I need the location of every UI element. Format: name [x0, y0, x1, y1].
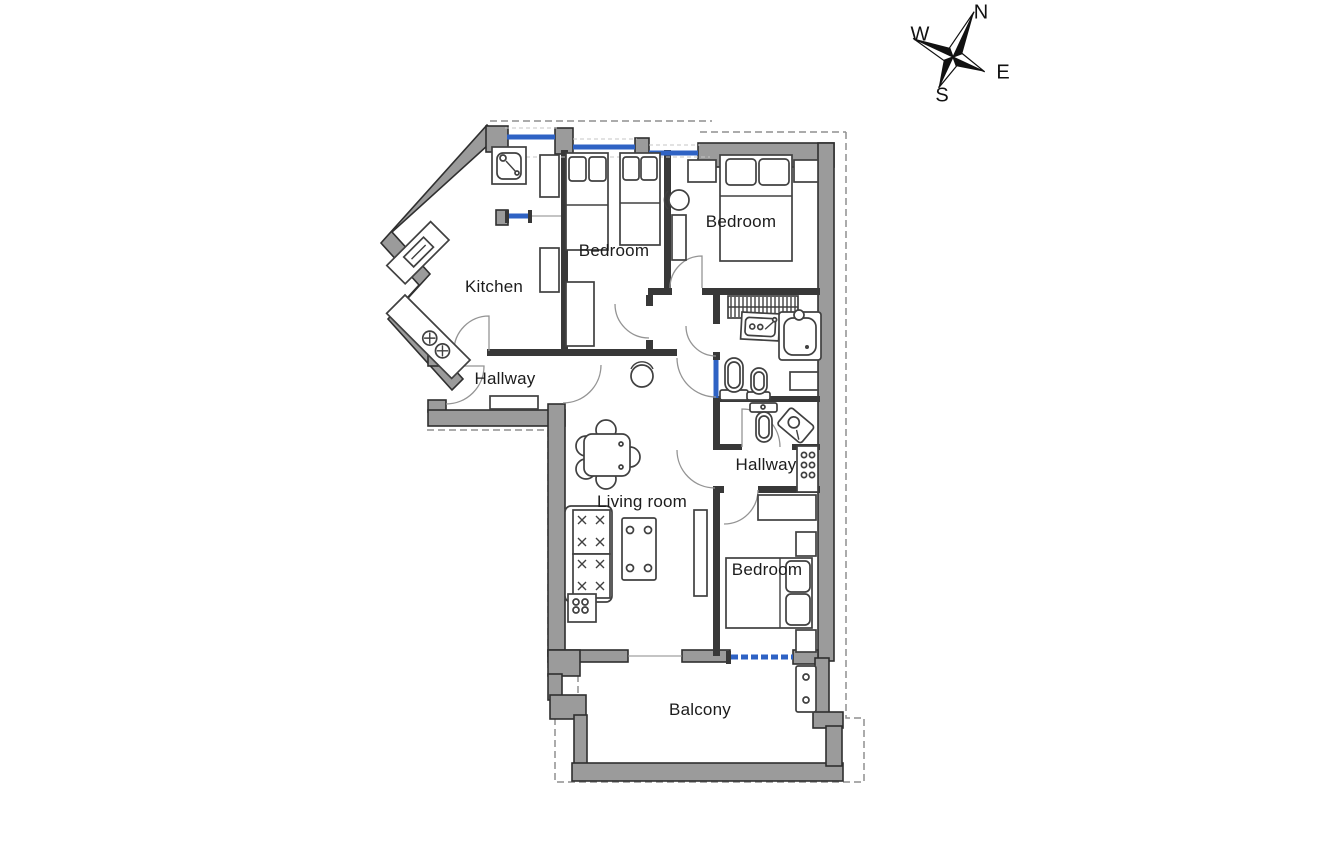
- room-label-bedroom-1: Bedroom: [578, 241, 650, 260]
- nightstand-icon: [795, 629, 817, 653]
- room-label-bedroom-3: Bedroom: [731, 560, 803, 579]
- side-table-icon: [567, 593, 597, 623]
- room-label-balcony: Balcony: [669, 700, 731, 719]
- cabinet-icon: [671, 214, 687, 261]
- wardrobe-icon: [757, 494, 817, 521]
- dining-table-icon: [575, 419, 641, 490]
- shower-icon: [778, 309, 822, 361]
- bedroom2-furniture: [663, 154, 819, 262]
- room-label-living-room: Living room: [596, 492, 688, 511]
- corner-sink-icon: [777, 407, 815, 444]
- compass-label-east: E: [996, 61, 1010, 84]
- hallway-cabinet-icon: [489, 395, 539, 410]
- compass-label-west: W: [910, 23, 930, 46]
- room-label-hallway-small: Hallway: [735, 455, 797, 474]
- coffee-table-icon: [621, 517, 657, 581]
- room-label-hallway-main: Hallway: [474, 369, 536, 388]
- stove-icon: [421, 330, 451, 359]
- cabinet-icon: [693, 509, 708, 597]
- room-label-kitchen: Kitchen: [464, 277, 524, 296]
- bath-shelf-icon: [789, 371, 819, 391]
- bathroom-sink-icon: [739, 311, 781, 342]
- ac-unit-icon: [795, 665, 817, 713]
- shelf-icon: [687, 159, 717, 183]
- room-label-bedroom-2: Bedroom: [705, 212, 777, 231]
- compass-rose-icon: [912, 11, 986, 89]
- bedroom3-furniture: [725, 494, 817, 653]
- living-room-furniture: [564, 361, 708, 623]
- windows: [505, 127, 793, 664]
- door-arcs: [445, 255, 781, 525]
- boiler-icon: [796, 445, 819, 493]
- interior-walls: [448, 150, 820, 656]
- wardrobe-icon: [565, 281, 595, 347]
- cabinet-icon: [539, 154, 560, 198]
- armchair-icon: [668, 189, 690, 211]
- armchair-icon: [630, 364, 654, 388]
- cabinet-icon: [539, 247, 560, 293]
- compass-label-north: N: [973, 1, 989, 24]
- bedroom1-furniture: [539, 152, 661, 347]
- bidet-icon: [746, 367, 771, 401]
- sofa-icon: [564, 505, 613, 603]
- toilet-icon: [719, 357, 749, 401]
- shelf-icon: [793, 159, 819, 183]
- wc-toilet-icon: [749, 402, 778, 443]
- compass-label-south: S: [935, 84, 949, 107]
- nightstand-icon: [795, 531, 817, 557]
- kitchen-sink-icon: [491, 146, 527, 185]
